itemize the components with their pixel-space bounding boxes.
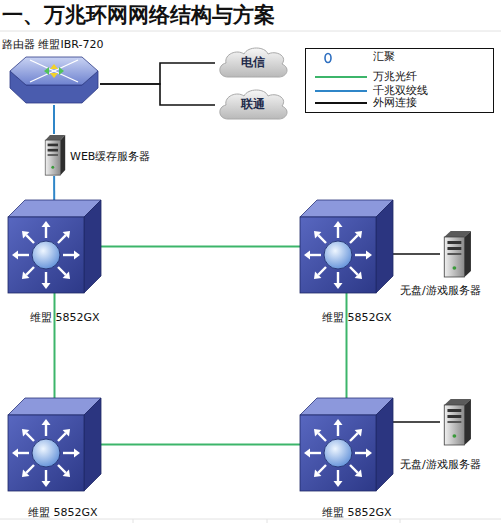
device-node: 维盟 5852GX bbox=[8, 200, 101, 293]
legend-text: 千兆双绞线 bbox=[373, 84, 428, 97]
router-icon bbox=[8, 55, 100, 105]
device-node: 无盘/游戏服务器 bbox=[440, 398, 472, 446]
node-label: WEB缓存服务器 bbox=[70, 150, 150, 163]
device-node: WEB缓存服务器 bbox=[42, 134, 66, 176]
node-label: 路由器 维盟IBR-720 bbox=[2, 38, 103, 51]
legend-text: 外网连接 bbox=[373, 96, 417, 109]
node-label: 无盘/游戏服务器 bbox=[400, 284, 481, 297]
network-link bbox=[53, 105, 55, 134]
node-label: 维盟 5852GX bbox=[322, 311, 392, 324]
network-link bbox=[393, 253, 440, 254]
server-icon bbox=[440, 230, 472, 278]
network-link bbox=[101, 444, 300, 446]
legend-ring-sample bbox=[325, 54, 331, 63]
legend-line-sample bbox=[315, 76, 367, 78]
device-node: 维盟 5852GX bbox=[300, 398, 393, 491]
network-link bbox=[100, 63, 215, 84]
network-link bbox=[346, 293, 348, 398]
server-icon bbox=[440, 398, 472, 446]
device-node: 维盟 5852GX bbox=[300, 200, 393, 293]
device-node: 电信 bbox=[215, 45, 290, 81]
switch-icon bbox=[300, 200, 393, 293]
sheet-gridline bbox=[0, 31, 501, 32]
node-label: 维盟 5852GX bbox=[30, 311, 100, 324]
node-label: 无盘/游戏服务器 bbox=[400, 458, 481, 471]
node-label: 维盟 5852GX bbox=[28, 506, 98, 519]
legend-text: 汇聚 bbox=[373, 50, 395, 63]
diagram-title: 一、万兆环网网络结构与方案 bbox=[2, 2, 275, 28]
legend-line-sample bbox=[315, 102, 367, 104]
switch-icon bbox=[8, 398, 101, 491]
legend-line-sample bbox=[315, 90, 367, 92]
sheet-gridline bbox=[400, 519, 401, 523]
network-link bbox=[100, 84, 215, 105]
node-label: 维盟 5852GX bbox=[322, 506, 392, 519]
network-link bbox=[53, 176, 55, 200]
legend-text: 万兆光纤 bbox=[373, 70, 417, 83]
network-link bbox=[393, 421, 440, 422]
device-node: 联通 bbox=[215, 87, 290, 123]
switch-icon bbox=[300, 398, 393, 491]
sheet-gridline bbox=[267, 519, 268, 523]
device-node: 无盘/游戏服务器 bbox=[440, 230, 472, 278]
network-link bbox=[101, 246, 300, 248]
switch-icon bbox=[8, 200, 101, 293]
legend-frame bbox=[306, 49, 494, 113]
device-node: 路由器 维盟IBR-720 bbox=[8, 55, 100, 105]
server-icon bbox=[42, 134, 66, 176]
device-node: 维盟 5852GX bbox=[8, 398, 101, 491]
node-label: 电信 bbox=[215, 56, 290, 69]
node-label: 联通 bbox=[215, 98, 290, 111]
sheet-gridline bbox=[133, 519, 134, 523]
network-link bbox=[54, 293, 56, 398]
